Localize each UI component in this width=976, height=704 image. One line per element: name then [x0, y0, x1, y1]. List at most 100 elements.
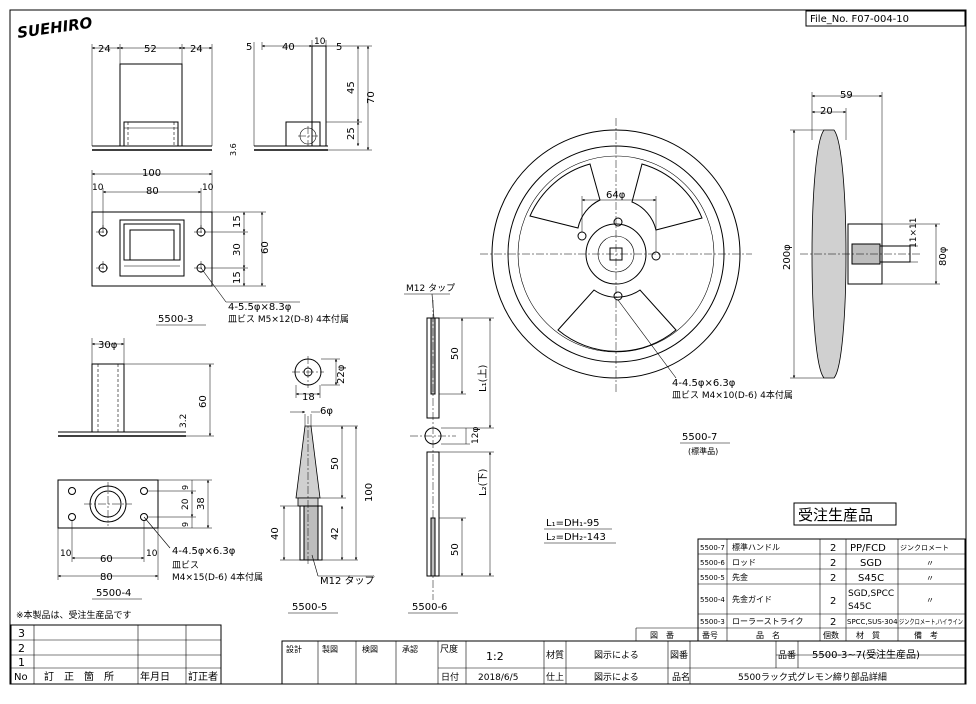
tap-note: M12 タップ — [320, 575, 375, 587]
dim: 10 — [60, 549, 72, 559]
dim: 30φ — [98, 340, 118, 351]
dim: 60 — [198, 395, 209, 408]
parts-table: 5500-7 標準ハンドル 2 PP/FCD ジンクロメート 5500-6 ロッ… — [635, 538, 966, 642]
part-remark: ジンクロメート — [900, 544, 949, 552]
parts-row-4: 5500-4 先金ガイド 2 SGD,SPCC S45C 〃 — [700, 589, 934, 612]
dim: 10 — [314, 37, 326, 47]
part-remark: 〃 — [926, 574, 934, 583]
dim: 15 — [232, 271, 243, 284]
view-5500-4: 30φ 60 3.2 10 60 10 80 9 20 9 — [57, 338, 263, 600]
part-remark: 〃 — [926, 559, 934, 568]
dim: 60 — [260, 241, 271, 254]
dim: 80 — [100, 572, 113, 583]
dim: 12φ — [471, 427, 481, 444]
dim: 3.6 — [229, 143, 238, 156]
view-5500-7: 64φ 4-4.5φ×6.3φ 皿ビス M4×10(D-6) 4本付属 5500… — [480, 90, 949, 456]
dim: 10 — [202, 183, 214, 193]
parts-row-5: 5500-3 ローラーストライク 2 SPCC,SUS-304 ジンクロメート,… — [700, 617, 963, 628]
view-5500-3: 24 52 24 5 40 10 5 — [91, 37, 377, 326]
dim: 24 — [190, 44, 203, 55]
part-label-5500-6: 5500-6 — [412, 602, 447, 613]
col-no: No — [14, 672, 28, 683]
dim: 6φ — [320, 406, 333, 417]
dim: 24 — [98, 44, 111, 55]
dim: 100 — [142, 168, 161, 179]
date-label: 日付 — [441, 672, 459, 683]
part-no: 5500-3 — [700, 618, 725, 626]
part-no: 5500-5 — [700, 574, 725, 582]
dim: 64φ — [606, 190, 626, 201]
dim: 3.2 — [179, 414, 189, 428]
dim: 20 — [181, 498, 191, 510]
part-name: 標準ハンドル — [732, 542, 780, 552]
revision-row-2: 2 — [18, 642, 25, 655]
col-reviser: 訂正者 — [188, 670, 218, 683]
revision-row-3: 3 — [18, 627, 25, 640]
dim: 11×11 — [909, 218, 919, 248]
formula-l2: L₂=DH₂-143 — [546, 532, 606, 543]
dim: 20 — [820, 106, 833, 117]
part-qty: 2 — [830, 558, 836, 569]
hole-note: 4-4.5φ×6.3φ — [672, 378, 736, 389]
dim: 10 — [92, 183, 104, 193]
role-approval: 承認 — [402, 644, 418, 654]
part-name: 先金 — [732, 572, 748, 582]
part-label-5500-3: 5500-3 — [158, 314, 193, 325]
part-no-value: 5500-3~7(受注生産品) — [812, 648, 920, 661]
part-material: S45C — [848, 602, 871, 612]
dim: 15 — [232, 215, 243, 228]
screw-note: M4×15(D-6) 4本付属 — [172, 571, 263, 583]
standard-note: (標準品) — [688, 446, 718, 456]
date-value: 2018/6/5 — [478, 673, 518, 683]
suehiro-logo: SUEHIRO — [16, 14, 94, 42]
col-date: 年月日 — [140, 670, 170, 683]
part-label-5500-7: 5500-7 — [682, 432, 717, 443]
part-qty: 2 — [830, 573, 836, 584]
file-no: File_No. F07-004-10 — [810, 14, 909, 25]
dim: 40 — [282, 42, 295, 53]
col-name: 品 名 — [756, 630, 780, 640]
dim: 59 — [840, 90, 853, 101]
role-check: 検図 — [362, 644, 378, 654]
custom-production-stamp: 受注生産品 — [798, 506, 873, 524]
col-number: 番号 — [702, 630, 718, 640]
hole-note: 4-5.5φ×8.3φ — [228, 302, 292, 313]
dim: 10 — [146, 549, 158, 559]
part-label-5500-5: 5500-5 — [292, 602, 327, 613]
part-no-label: 品番 — [778, 649, 796, 661]
view-5500-6: M12 タップ 50 12φ L₁(上) L₂(下) 50 5500-6 L₁=… — [404, 283, 616, 614]
formula-l1: L₁=DH₁-95 — [546, 518, 600, 529]
screw-note: 皿ビス — [172, 560, 199, 571]
stamp-box — [793, 502, 897, 526]
drawing-no-label: 図番 — [670, 649, 688, 661]
dim: 50 — [450, 347, 461, 360]
hole-note: 4-4.5φ×6.3φ — [172, 546, 236, 557]
view-5500-5: 22φ 18 6φ 50 100 42 40 M12 タップ 5500-5 — [270, 356, 375, 614]
dim: 25 — [346, 127, 357, 140]
dim: 52 — [144, 44, 157, 55]
parts-row-2: 5500-6 ロッド 2 SGD 〃 — [700, 558, 934, 569]
part-material: SGD — [860, 558, 882, 569]
dim: 70 — [366, 91, 377, 104]
screw-note: 皿ビス M4×10(D-6) 4本付属 — [672, 389, 793, 401]
col-remarks: 備 考 — [914, 630, 938, 640]
col-qty: 個数 — [823, 630, 839, 640]
dim: 9 — [181, 522, 190, 527]
parts-row-1: 5500-7 標準ハンドル 2 PP/FCD ジンクロメート — [700, 542, 949, 554]
logo-text: SUEHIRO — [16, 14, 94, 42]
custom-product-note: ※本製品は、受注生産品です — [16, 609, 132, 621]
part-qty: 2 — [830, 543, 836, 554]
name-label: 品名 — [672, 671, 690, 683]
dim: 9 — [181, 485, 190, 490]
col-revision: 訂 正 箇 所 — [44, 670, 114, 683]
material-label: 材質 — [546, 649, 564, 661]
dim: 18 — [302, 392, 315, 403]
dim: 80 — [146, 186, 159, 197]
screw-note: 皿ビス M5×12(D-8) 4本付属 — [228, 313, 349, 325]
col-material: 材 質 — [856, 630, 880, 640]
dim: 100 — [364, 483, 375, 502]
part-name: ロッド — [732, 558, 756, 567]
dim: 45 — [346, 81, 357, 94]
part-material: S45C — [858, 573, 884, 584]
